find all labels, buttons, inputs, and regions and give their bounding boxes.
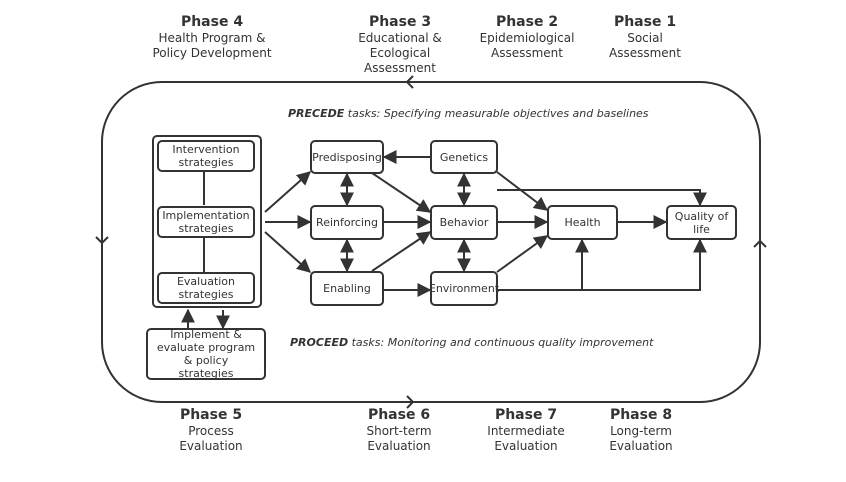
phase-5-title: Phase 5	[179, 407, 243, 423]
arrow-behavior-qol	[497, 189, 707, 207]
behavior-node: Behavior	[430, 205, 498, 240]
implementation-strategies-box: Implementation strategies	[157, 206, 255, 238]
arrow-environment-health	[496, 235, 549, 273]
phase-8: Phase 8 Long-term Evaluation	[596, 406, 686, 454]
phase-5: Phase 5 Process Evaluation	[166, 406, 256, 454]
phase-7-title: Phase 7	[494, 407, 558, 423]
arrow-enabling-behavior	[371, 231, 432, 272]
cycle-arrow-left	[95, 236, 109, 245]
phase-2-title: Phase 2	[495, 14, 559, 30]
environment-node: Environment	[429, 271, 499, 306]
phase-4-label: Health Program & Policy Development	[152, 31, 272, 60]
quality-of-life-node: Quality of life	[666, 205, 737, 240]
phase-3: Phase 3 Educational & Ecological Assessm…	[340, 13, 460, 76]
proceed-label: PROCEED	[290, 336, 349, 349]
phase-3-title: Phase 3	[368, 14, 432, 30]
predisposing-node: Predisposing	[310, 140, 384, 174]
phase-6: Phase 6 Short-term Evaluation	[354, 406, 444, 454]
genetics-node: Genetics	[430, 140, 498, 174]
intervention-strategies-box: Intervention strategies	[157, 140, 255, 172]
health-node: Health	[547, 205, 618, 240]
arrow-strategies-predisposing	[264, 171, 312, 213]
cycle-arrow-bottom	[406, 395, 415, 409]
evaluation-strategies-box: Evaluation strategies	[157, 272, 255, 304]
phase-1-title: Phase 1	[613, 14, 677, 30]
arrow-strategies-enabling	[264, 231, 312, 273]
phase-3-label: Educational & Ecological Assessment	[358, 31, 442, 75]
phase-6-title: Phase 6	[367, 407, 431, 423]
phase-7-label: Intermediate Evaluation	[487, 424, 565, 453]
phase-8-title: Phase 8	[609, 407, 673, 423]
phase-1-label: Social Assessment	[609, 31, 681, 60]
precede-label: PRECEDE	[288, 107, 345, 120]
phase-8-label: Long-term Evaluation	[609, 424, 673, 453]
phase-2: Phase 2 Epidemiological Assessment	[468, 13, 586, 61]
strategies-group	[152, 135, 262, 308]
phase-4-title: Phase 4	[180, 14, 244, 30]
precede-text: tasks: Specifying measurable objectives …	[344, 107, 649, 120]
proceed-tasks: PROCEED tasks: Monitoring and continuous…	[290, 336, 653, 349]
phase-5-label: Process Evaluation	[179, 424, 243, 453]
phase-2-label: Epidemiological Assessment	[479, 31, 575, 60]
cycle-arrow-top	[405, 75, 414, 89]
implement-evaluate-box: Implement & evaluate program & policy st…	[146, 328, 266, 380]
precede-tasks: PRECEDE tasks: Specifying measurable obj…	[288, 107, 649, 120]
phase-7: Phase 7 Intermediate Evaluation	[476, 406, 576, 454]
reinforcing-node: Reinforcing	[310, 205, 384, 240]
phase-1: Phase 1 Social Assessment	[600, 13, 690, 61]
cycle-arrow-right	[753, 239, 767, 248]
phase-6-label: Short-term Evaluation	[366, 424, 432, 453]
phase-4: Phase 4 Health Program & Policy Developm…	[142, 13, 282, 61]
enabling-node: Enabling	[310, 271, 384, 306]
proceed-text: tasks: Monitoring and continuous quality…	[348, 336, 654, 349]
arrow-predisposing-behavior	[371, 172, 432, 213]
arrow-environment-bottom-route	[497, 238, 707, 291]
